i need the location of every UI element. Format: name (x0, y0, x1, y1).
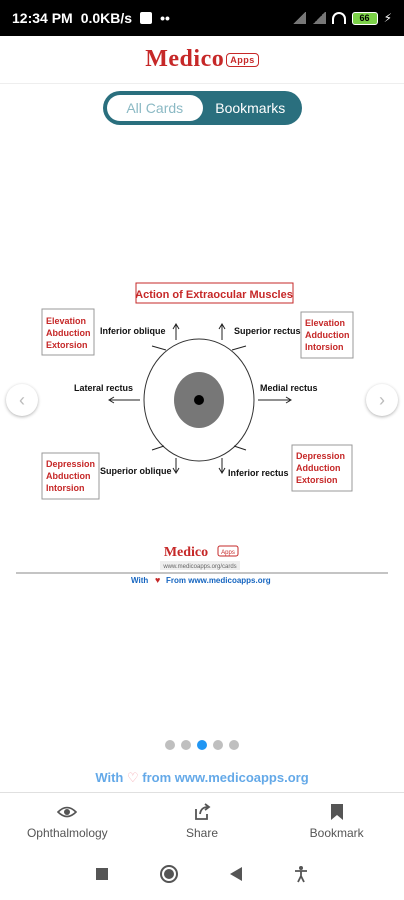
action-box-top-right (300, 311, 354, 359)
carousel-dot[interactable] (213, 740, 223, 750)
bottom-action-bar: Ophthalmology Share Bookmark (0, 792, 404, 848)
logo-apps-badge: Apps (226, 52, 259, 67)
pupil (194, 395, 204, 405)
action-tl-1: Elevation (46, 316, 86, 326)
watermark-logo: Medico (164, 545, 208, 560)
action-bl-3: Intorsion (46, 483, 85, 493)
logo-text: Medico (145, 46, 225, 72)
status-bar: 12:34 PM 0.0KB/s •• 66 ⚡ (0, 0, 404, 36)
direction-arrows (108, 323, 292, 474)
status-speed: 0.0KB/s (80, 10, 133, 26)
label-inferior-oblique: Inferior oblique (100, 326, 166, 336)
action-tl-3: Extorsion (46, 340, 88, 350)
label-lateral-rectus: Lateral rectus (74, 383, 133, 393)
bookmark-label: Bookmark (309, 825, 364, 840)
action-br-3: Extorsion (296, 475, 338, 485)
back-triangle-icon[interactable] (229, 866, 243, 882)
tab-bookmarks[interactable]: Bookmarks (215, 100, 286, 116)
eye-icon (57, 806, 78, 817)
credit-from: from www.medicoapps.org (142, 770, 309, 785)
watermark-apps: Apps (221, 550, 235, 556)
home-circle-icon[interactable] (159, 864, 179, 884)
watermark-apps-box (217, 545, 239, 557)
action-tr-3: Intorsion (305, 342, 344, 352)
carousel-dot[interactable] (165, 740, 175, 750)
carousel-prev-button[interactable]: ‹ (6, 384, 38, 416)
extraocular-diagram: Action of Extraocular Muscles Infe (16, 282, 388, 585)
carousel-dot[interactable] (229, 740, 239, 750)
share-icon (195, 802, 211, 820)
flashcard[interactable]: Action of Extraocular Muscles Infe (0, 270, 404, 590)
wifi-icon (331, 12, 346, 24)
notification-icon (140, 12, 153, 24)
diagram-title: Action of Extraocular Muscles (135, 289, 293, 301)
bookmark-icon (330, 803, 343, 820)
app-header: Medico Apps (0, 36, 404, 84)
signal-icon-2 (311, 12, 326, 24)
action-bl-1: Depression (46, 459, 95, 469)
chevron-right-icon: › (379, 389, 385, 410)
credit-with: With (95, 770, 124, 785)
action-box-bottom-left (41, 452, 100, 500)
action-br-1: Depression (296, 451, 345, 461)
cards-toggle: All Cards Bookmarks (103, 91, 302, 125)
ophthalmology-button[interactable]: Ophthalmology (0, 793, 135, 848)
footer-credit: With ♡ from www.medicoapps.org (0, 770, 404, 786)
share-button[interactable]: Share (135, 793, 270, 848)
tab-all-cards[interactable]: All Cards (107, 95, 203, 121)
label-superior-rectus: Superior rectus (234, 326, 301, 336)
recents-square-icon[interactable] (95, 867, 109, 881)
carousel-next-button[interactable]: › (366, 384, 398, 416)
battery-icon: 66 (351, 11, 378, 25)
action-bl-2: Abduction (46, 471, 91, 481)
label-inferior-rectus: Inferior rectus (228, 468, 289, 478)
action-tr-1: Elevation (305, 318, 345, 328)
label-medial-rectus: Medial rectus (260, 383, 318, 393)
ophthalmology-label: Ophthalmology (26, 825, 108, 840)
heart-icon: ♡ (127, 770, 139, 785)
charging-icon: ⚡ (383, 11, 392, 25)
status-dots: •• (160, 10, 170, 26)
carousel-dot-active[interactable] (197, 740, 207, 750)
watermark-url: www.medicoapps.org/cards (162, 564, 236, 570)
action-tl-2: Abduction (46, 328, 91, 338)
action-tr-2: Adduction (305, 330, 350, 340)
system-nav-bar (0, 848, 404, 900)
bookmark-button[interactable]: Bookmark (269, 793, 404, 848)
card-credit-from: From www.medicoapps.org (166, 576, 271, 585)
carousel-dot[interactable] (181, 740, 191, 750)
share-label: Share (185, 825, 219, 840)
diagram-title-box (135, 282, 294, 304)
action-box-top-left (41, 308, 95, 356)
label-superior-oblique: Superior oblique (100, 466, 172, 476)
watermark-url-box (160, 561, 240, 570)
accessibility-icon[interactable] (293, 865, 309, 883)
chevron-left-icon: ‹ (19, 389, 25, 410)
action-br-2: Adduction (296, 463, 341, 473)
signal-icon (291, 12, 306, 24)
card-credit-with: With (131, 576, 148, 585)
action-box-bottom-right (291, 444, 353, 492)
card-credit-heart-icon: ♥ (155, 575, 160, 585)
carousel-dots (0, 740, 404, 750)
app-logo: Medico Apps (145, 46, 259, 73)
status-time: 12:34 PM (12, 10, 73, 26)
